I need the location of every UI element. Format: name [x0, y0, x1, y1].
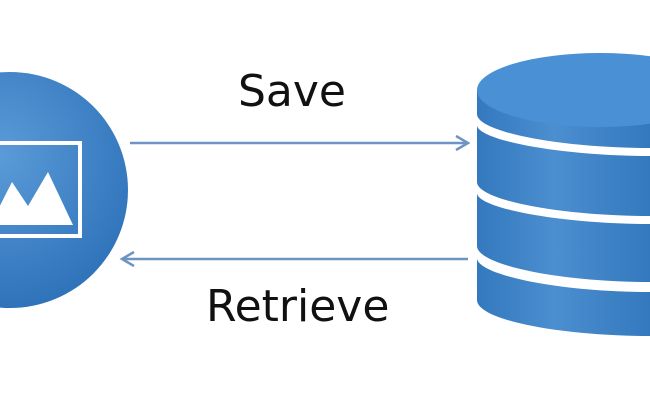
save-label: Save [238, 66, 347, 117]
save-arrow [130, 134, 471, 152]
image-icon-circle [0, 72, 128, 308]
image-icon [0, 72, 128, 308]
image-icon-mountains [0, 172, 73, 225]
database-icon [477, 53, 650, 336]
retrieve-label: Retrieve [206, 281, 390, 332]
database-top-cap [477, 53, 650, 127]
retrieve-arrow [119, 250, 468, 268]
image-icon-frame [0, 141, 82, 238]
